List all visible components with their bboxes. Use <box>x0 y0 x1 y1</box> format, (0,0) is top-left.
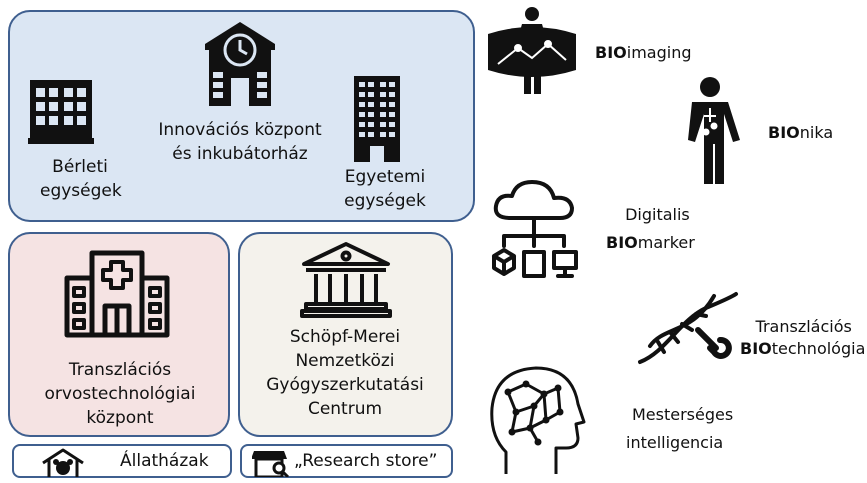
drug-research-center-label: Schöpf-Merei Nemzetközi Gyógyszerkutatás… <box>266 327 424 419</box>
translational-biotechnology-label: Transzlációs BIOtechnológia <box>740 317 866 358</box>
vr-person-icon <box>488 7 576 94</box>
office-building-icon <box>28 80 94 144</box>
rental-units-label: Bérleti egységek <box>40 157 122 201</box>
ai-head-icon <box>490 366 586 474</box>
university-units-label: Egyetemi egységek <box>344 167 426 211</box>
bio-imaging-label: BIOimaging <box>595 43 692 62</box>
bionics-label: BIOnika <box>768 123 834 142</box>
hospital-icon <box>64 250 170 338</box>
research-store-label: „Research store” <box>294 451 438 471</box>
tower-building-icon <box>354 76 400 162</box>
bionic-person-icon <box>688 77 740 184</box>
animal-house-icon <box>42 448 84 477</box>
cloud-network-icon <box>492 180 578 278</box>
clock-tower-building-icon <box>205 22 275 106</box>
dna-wrench-icon <box>638 292 738 364</box>
animal-house-label: Állatházak <box>120 451 209 471</box>
drug-research-center-box <box>238 232 453 437</box>
classical-building-icon <box>300 242 392 318</box>
innovation-center-label: Innovációs központ és inkubátorház <box>158 120 322 164</box>
store-search-icon <box>252 451 290 477</box>
artificial-intelligence-label: Mesterséges intelligencia <box>626 405 734 452</box>
translational-center-label: Transzlációs orvostechnológiai központ <box>44 360 196 428</box>
digital-biomarker-label: Digitalis BIOmarker <box>606 205 695 252</box>
